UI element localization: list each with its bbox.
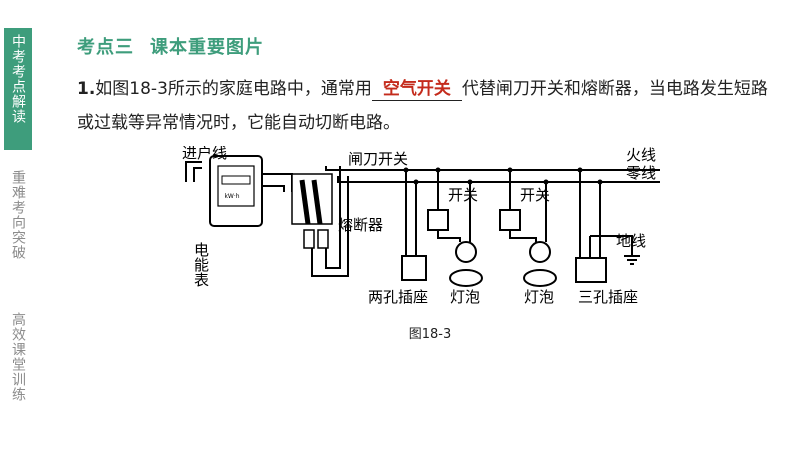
- heading-part2: 课本重要图片: [150, 37, 264, 58]
- label-three-hole-socket: 三孔插座: [578, 289, 638, 304]
- answer-blank: 空气开关: [371, 78, 462, 101]
- question-number: 1.: [77, 79, 96, 99]
- label-switch-2: 开关: [520, 187, 550, 204]
- sidebar-item-classroom-training[interactable]: 高效课堂训练: [10, 312, 26, 402]
- label-neutral-wire: 零线: [626, 165, 656, 182]
- figure-caption: 图18-3: [408, 327, 452, 342]
- question-text: 1.如图18-3所示的家庭电路中，通常用空气开关代替闸刀开关和熔断器，当电路发生…: [77, 72, 777, 140]
- meter-unit-label: kW·h: [224, 193, 239, 200]
- label-two-hole-socket: 两孔插座: [368, 289, 428, 304]
- label-fuse: 熔断器: [338, 217, 383, 234]
- label-lamp-2: 灯泡: [524, 289, 554, 304]
- label-knife-switch: 闸刀开关: [348, 151, 408, 168]
- label-live-wire: 火线: [626, 147, 656, 164]
- section-heading: 考点三课本重要图片: [77, 33, 264, 59]
- label-meter: 电能表: [192, 242, 209, 287]
- question-before-blank: 如图18-3所示的家庭电路中，通常用: [95, 79, 372, 99]
- label-switch-1: 开关: [448, 187, 478, 204]
- label-lamp-1: 灯泡: [450, 289, 480, 304]
- sidebar-item-exam-points[interactable]: 中考考点解读: [4, 28, 32, 150]
- household-circuit-diagram: kW·h 进户线 电能表 闸刀开关 熔断器 火线 零线 开关 开关 地线 两孔插…: [180, 146, 672, 304]
- sidebar-nav: 中考考点解读 重难考向突破 高效课堂训练: [0, 0, 40, 450]
- question-after-blank: 代替闸刀开关和熔断器，当电路发生短路或过载等异常情况时，它能自动切断电路。: [77, 79, 768, 133]
- heading-part1: 考点三: [77, 37, 134, 58]
- label-service-wire: 进户线: [182, 146, 227, 162]
- label-ground-wire: 地线: [616, 233, 646, 250]
- sidebar-item-key-difficulties[interactable]: 重难考向突破: [10, 170, 26, 260]
